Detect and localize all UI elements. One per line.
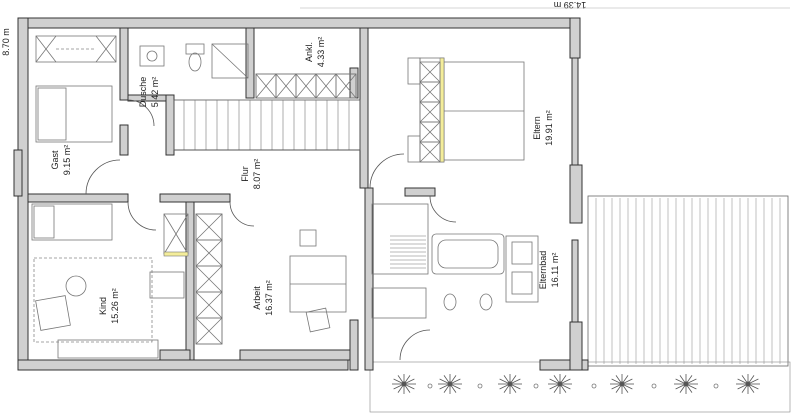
shelf-cross	[195, 213, 223, 241]
room-name: Gast	[50, 150, 60, 170]
sauna-bench	[371, 203, 429, 275]
shelf-unit	[335, 73, 357, 99]
room-name: Elternbad	[538, 251, 548, 290]
dimension-depth: 8.70 m	[1, 28, 11, 56]
washbasin-dusche	[139, 45, 165, 67]
room-label-elternbad: Elternbad 16.11 m²	[538, 251, 560, 290]
child-sofa	[57, 339, 159, 359]
shelf-cross	[335, 73, 357, 99]
room-label-flur: Flur 8.07 m²	[240, 159, 262, 190]
shelf-cross	[195, 239, 223, 267]
room-label-dusche: Dusche 5.42 m²	[138, 77, 160, 108]
child-bed	[31, 203, 113, 241]
child-rug	[33, 257, 153, 343]
room-area: 15.26 m²	[110, 288, 120, 324]
room-label-kind: Kind 15.26 m²	[98, 288, 120, 324]
shelf-unit	[195, 317, 223, 345]
shelf-cross	[195, 317, 223, 345]
room-area: 9.15 m²	[62, 145, 72, 176]
room-area: 8.07 m²	[252, 159, 262, 190]
shelf-cross	[195, 265, 223, 293]
child-wardrobe	[163, 213, 189, 257]
room-area: 19.91 m²	[544, 110, 554, 146]
doors	[85, 99, 457, 361]
small-plant-icon	[591, 383, 597, 389]
shelf-cross	[315, 73, 337, 99]
study-shelving	[195, 213, 223, 345]
room-area: 4.33 m²	[316, 37, 326, 68]
room-area: 16.11 m²	[550, 253, 560, 288]
room-name: Ankl.	[304, 42, 314, 62]
small-plant-icon	[427, 383, 433, 389]
room-name: Eltern	[532, 116, 542, 140]
child-armchair	[35, 295, 71, 331]
small-plant-icon	[713, 383, 719, 389]
room-label-gast: Gast 9.15 m²	[50, 145, 72, 176]
terrace-decking	[587, 195, 789, 367]
small-plant-icon	[651, 383, 657, 389]
shelf-cross	[295, 73, 317, 99]
shelf-cross	[195, 291, 223, 319]
plant-icon	[674, 374, 698, 394]
plant-icon	[736, 374, 760, 394]
plant-icon	[548, 374, 572, 394]
room-name: Arbeit	[252, 286, 262, 310]
parents-bed	[407, 57, 525, 163]
double-vanity	[505, 235, 539, 303]
child-desk	[149, 271, 185, 299]
bathtub	[431, 233, 505, 275]
room-name: Kind	[98, 297, 108, 315]
planter-strip	[369, 361, 791, 413]
plant-icon	[392, 374, 416, 394]
room-label-ankl: Ankl. 4.33 m²	[304, 37, 326, 68]
shelf-cross	[419, 141, 441, 163]
small-plant-icon	[477, 383, 483, 389]
room-name: Flur	[240, 166, 250, 182]
shelf-cross	[419, 61, 441, 83]
shelf-cross	[419, 81, 441, 103]
shelf-cross	[275, 73, 297, 99]
shelf-cross	[419, 101, 441, 123]
shower-tray	[211, 43, 249, 79]
shower-elternbad	[371, 287, 427, 319]
shelf-cross	[255, 73, 277, 99]
room-label-arbeit: Arbeit 16.37 m²	[252, 280, 274, 316]
dimension-width: 14.39 m	[554, 0, 587, 10]
study-desk	[289, 255, 347, 313]
room-area: 16.37 m²	[264, 280, 274, 316]
guest-wardrobe	[35, 35, 117, 63]
plant-icon	[610, 374, 634, 394]
small-plant-icon	[533, 383, 539, 389]
wc-elternbad	[443, 293, 493, 311]
wc	[185, 43, 205, 72]
plant-icon	[438, 374, 462, 394]
interior-walls	[27, 27, 436, 371]
guest-bed	[35, 85, 113, 143]
room-name: Dusche	[138, 77, 148, 108]
room-area: 5.42 m²	[150, 77, 160, 108]
shelf-unit	[419, 141, 441, 163]
walk-in-shelving	[255, 73, 357, 99]
room-label-eltern: Eltern 19.91 m²	[532, 110, 554, 146]
shelf-cross	[419, 121, 441, 143]
parents-wardrobe	[419, 61, 441, 163]
study-chair	[299, 229, 331, 333]
plant-icon	[498, 374, 522, 394]
staircase	[173, 99, 361, 151]
